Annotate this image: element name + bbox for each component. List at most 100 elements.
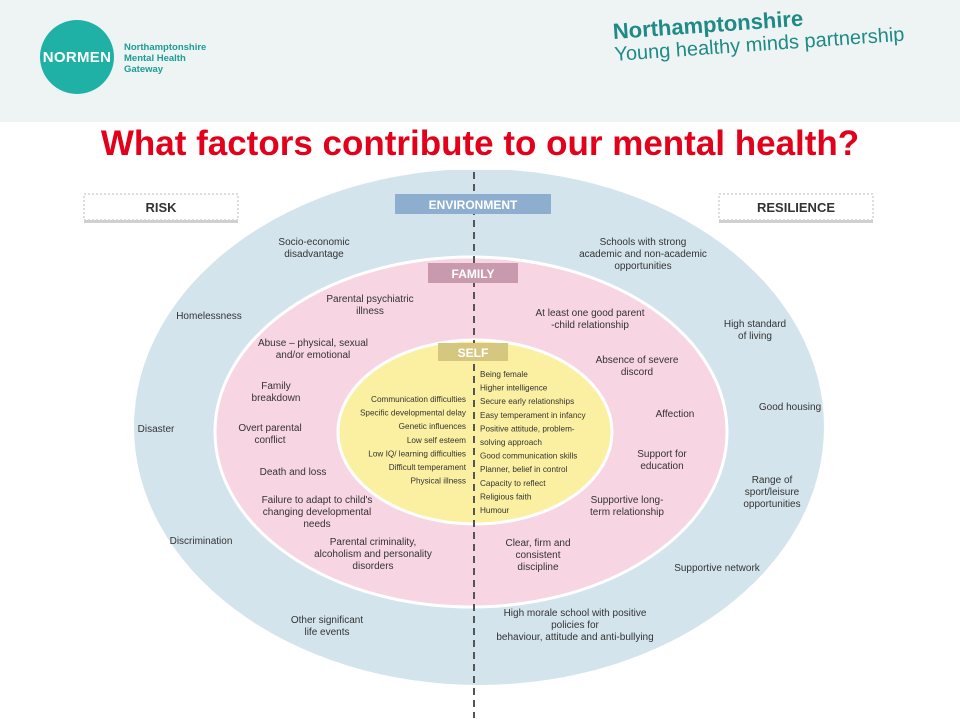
- self-risk-factor: Low IQ/ learning difficulties: [368, 449, 466, 458]
- factor-line: Disaster: [138, 424, 175, 435]
- self-risk-factor: Low self esteem: [407, 436, 466, 445]
- factor-line: and/or emotional: [276, 350, 351, 361]
- family-resilience-factor: Affection: [656, 409, 695, 420]
- family-resilience-factor: Supportive long-term relationship: [590, 495, 664, 518]
- factor-line: term relationship: [590, 507, 664, 518]
- factor-line: Supportive network: [674, 563, 761, 574]
- factor-line: Family: [261, 381, 290, 392]
- family-risk-factor: Death and loss: [260, 467, 327, 478]
- self-resilience-factor: Being female: [480, 370, 528, 379]
- family-label-box: FAMILY: [428, 263, 518, 283]
- normen-logo-text: NORMEN: [42, 48, 112, 66]
- page-title: What factors contribute to our mental he…: [100, 124, 860, 163]
- factor-line: Parental psychiatric: [326, 294, 413, 305]
- self-resilience-factor: Capacity to reflect: [480, 479, 546, 488]
- self-resilience-factor: Higher intelligence: [480, 384, 548, 393]
- factor-line: policies for: [551, 620, 599, 631]
- self-resilience-factor: Easy temperament in infancy: [480, 411, 586, 420]
- environment-resilience-factor: Good housing: [759, 402, 821, 413]
- factor-line: Failure to adapt to child's: [262, 495, 373, 506]
- family-resilience-factor: At least one good parent-child relations…: [536, 308, 645, 331]
- factor-line: sport/leisure: [745, 487, 800, 498]
- factor-line: Death and loss: [260, 467, 327, 478]
- factor-line: Affection: [656, 409, 695, 420]
- risk-label: RISK: [145, 200, 177, 215]
- risk-label-box: RISK: [83, 193, 239, 223]
- factor-line: Absence of severe: [596, 355, 679, 366]
- factor-line: opportunities: [614, 261, 671, 272]
- self-resilience-factor: Humour: [480, 506, 509, 515]
- factor-line: conflict: [254, 435, 285, 446]
- self-resilience-factor: Planner, belief in control: [480, 465, 568, 474]
- environment-risk-factor: Homelessness: [176, 311, 242, 322]
- factor-line: Good housing: [759, 402, 821, 413]
- self-resilience-factor: solving approach: [480, 438, 542, 447]
- factor-line: Homelessness: [176, 311, 242, 322]
- environment-label: ENVIRONMENT: [429, 198, 518, 212]
- factor-line: opportunities: [743, 499, 800, 510]
- factors-diagram: RISK RESILIENCE ENVIRONMENT FAMILY SELF …: [83, 170, 874, 718]
- self-risk-factor: Specific developmental delay: [360, 409, 467, 418]
- gateway-name: Northamptonshire Mental Health Gateway: [124, 42, 206, 75]
- factor-line: discipline: [517, 562, 559, 573]
- self-resilience-factor: Religious faith: [480, 492, 532, 501]
- factor-line: illness: [356, 306, 384, 317]
- factor-line: At least one good parent: [536, 308, 645, 319]
- factor-line: needs: [303, 519, 330, 530]
- environment-label-box: ENVIRONMENT: [395, 194, 551, 214]
- factor-line: disadvantage: [284, 249, 344, 260]
- factor-line: Discrimination: [170, 536, 233, 547]
- self-resilience-factor: Positive attitude, problem-: [480, 424, 575, 433]
- factor-line: breakdown: [252, 393, 301, 404]
- self-risk-factor: Genetic influences: [399, 422, 466, 431]
- family-label: FAMILY: [452, 267, 495, 281]
- gateway-line: Gateway: [124, 64, 164, 75]
- environment-resilience-factor: Supportive network: [674, 563, 761, 574]
- factor-line: academic and non-academic: [579, 249, 707, 260]
- factor-line: Range of: [752, 475, 793, 486]
- family-risk-factor: Parental criminality,alcoholism and pers…: [314, 537, 432, 572]
- factor-line: consistent: [515, 550, 560, 561]
- normen-logo: NORMEN: [40, 20, 114, 94]
- factor-line: disorders: [352, 561, 393, 572]
- factor-line: Other significant: [291, 615, 363, 626]
- self-resilience-factor: Secure early relationships: [480, 397, 574, 406]
- environment-risk-factor: Discrimination: [170, 536, 233, 547]
- factor-line: life events: [304, 627, 349, 638]
- header-band: [0, 0, 960, 122]
- gateway-line: Northamptonshire: [124, 42, 207, 53]
- factor-line: Clear, firm and: [505, 538, 570, 549]
- factor-line: behaviour, attitude and anti-bullying: [496, 632, 653, 643]
- factor-line: Socio-economic: [278, 237, 349, 248]
- factor-line: education: [640, 461, 683, 472]
- factor-line: High morale school with positive: [504, 608, 647, 619]
- factor-line: of living: [738, 331, 772, 342]
- self-resilience-factor: Good communication skills: [480, 452, 577, 461]
- factor-line: Supportive long-: [591, 495, 664, 506]
- factor-line: Abuse – physical, sexual: [258, 338, 368, 349]
- factor-line: Support for: [637, 449, 687, 460]
- factor-line: Parental criminality,: [330, 537, 417, 548]
- factor-line: discord: [621, 367, 653, 378]
- factor-line: -child relationship: [551, 320, 629, 331]
- self-label-box: SELF: [438, 343, 508, 361]
- gateway-line: Mental Health: [124, 53, 186, 64]
- factor-line: Schools with strong: [600, 237, 687, 248]
- factor-line: High standard: [724, 319, 786, 330]
- factor-line: alcoholism and personality: [314, 549, 432, 560]
- factor-line: changing developmental: [263, 507, 371, 518]
